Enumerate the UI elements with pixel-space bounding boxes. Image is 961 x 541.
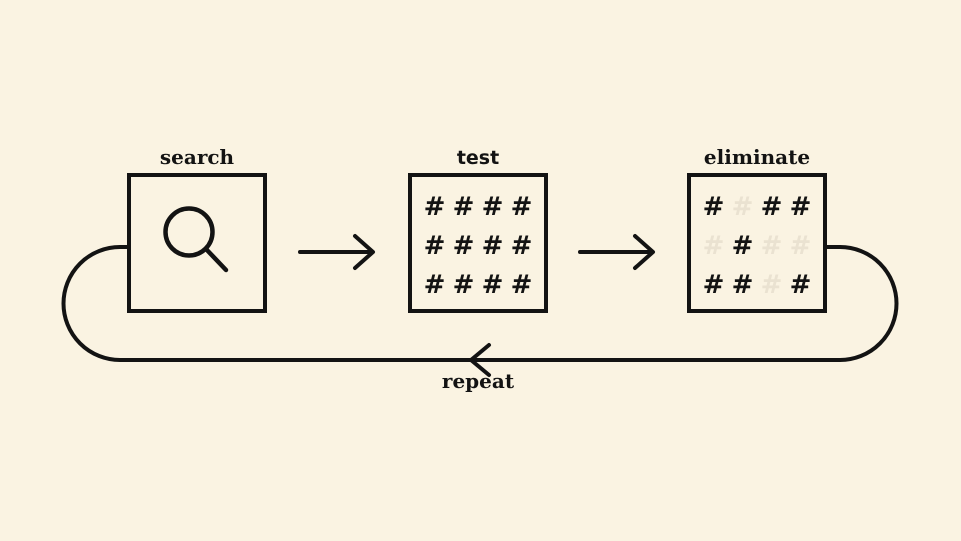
arrow-search-to-test-head-icon [353,234,375,270]
hash-row: #### [420,227,536,266]
hash-mark: # [481,231,504,261]
hash-mark-faded: # [789,231,812,261]
hash-row: #### [699,227,815,266]
hash-mark: # [452,192,475,222]
hash-row: #### [420,188,536,227]
hash-mark: # [510,192,533,222]
hash-mark: # [452,270,475,300]
node-eliminate-label: eliminate [703,145,811,169]
hash-mark: # [760,192,783,222]
hash-mark: # [731,231,754,261]
hash-mark: # [423,270,446,300]
hash-mark-faded: # [702,231,725,261]
node-test-box: ############ [408,173,548,313]
hash-grid-test: ############ [420,188,536,305]
loop-path [61,245,899,362]
node-search: search [127,145,267,313]
hash-mark: # [789,192,812,222]
node-eliminate: eliminate ############ [687,145,827,313]
hash-mark: # [731,270,754,300]
hash-mark-faded: # [760,231,783,261]
hash-mark: # [702,270,725,300]
hash-mark: # [481,270,504,300]
hash-mark: # [789,270,812,300]
hash-row: #### [699,188,815,227]
magnifier-icon [163,206,229,273]
hash-mark-faded: # [760,270,783,300]
hash-mark: # [510,270,533,300]
hash-grid-eliminate: ############ [699,188,815,305]
node-test-label: test [456,147,500,169]
loop-label: repeat [441,369,515,393]
hash-mark: # [452,231,475,261]
hash-mark: # [481,192,504,222]
node-test: test ############ [408,147,548,313]
node-search-label: search [159,145,235,169]
hash-mark: # [702,192,725,222]
node-search-box [127,173,267,313]
loop-arrowhead-icon [469,343,491,377]
hash-row: #### [420,266,536,305]
hash-mark: # [510,231,533,261]
hash-row: #### [699,266,815,305]
hash-mark: # [423,231,446,261]
arrow-test-to-eliminate-head-icon [633,234,655,270]
hash-mark-faded: # [731,192,754,222]
node-eliminate-box: ############ [687,173,827,313]
hash-mark: # [423,192,446,222]
